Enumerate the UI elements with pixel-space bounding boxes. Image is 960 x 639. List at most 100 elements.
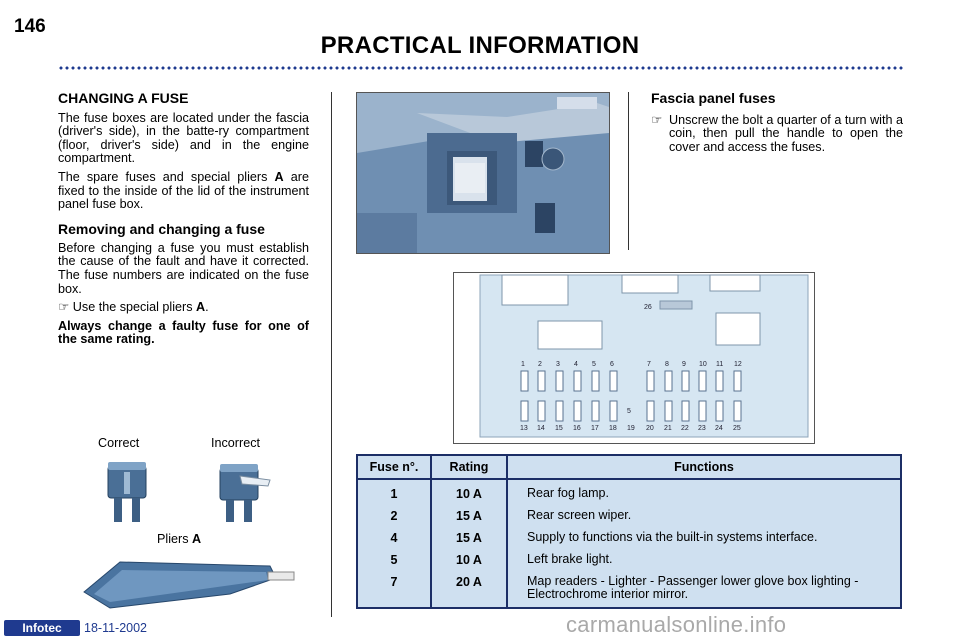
pliers-bullet: ☞ Use the special pliers A. bbox=[58, 300, 309, 315]
fuse-number-label: 9 bbox=[682, 361, 686, 368]
fuse-number: 2 bbox=[356, 505, 432, 527]
table-row: 7 20 A Map readers - Lighter - Passenger… bbox=[356, 571, 902, 609]
pliers-bullet-text: Use the special pliers bbox=[72, 300, 196, 315]
fuse-number-label: 2 bbox=[538, 361, 542, 368]
header-fuse: Fuse n°. bbox=[356, 454, 432, 480]
left-column: CHANGING A FUSE The fuse boxes are locat… bbox=[58, 90, 309, 352]
fuse-26-label: 26 bbox=[644, 304, 652, 311]
pliers-bullet-marker: A bbox=[196, 300, 206, 315]
fuse-rating: 10 A bbox=[430, 549, 508, 571]
column-divider-right bbox=[628, 92, 629, 250]
fuse-slot bbox=[733, 370, 742, 392]
fuse-slot bbox=[664, 370, 673, 392]
subsection-heading: Removing and changing a fuse bbox=[58, 220, 265, 237]
fuse-number-label: 7 bbox=[647, 361, 651, 368]
fuse-slot bbox=[715, 400, 724, 422]
incorrect-label: Incorrect bbox=[211, 436, 260, 450]
fuse-number-label: 17 bbox=[591, 425, 599, 432]
fuse-number-label: 21 bbox=[664, 425, 672, 432]
fuse-number: 5 bbox=[356, 549, 432, 571]
table-row: 4 15 A Supply to functions via the built… bbox=[356, 527, 902, 549]
infotec-logo: Infotec bbox=[4, 620, 80, 636]
fuse-number-label: 23 bbox=[698, 425, 706, 432]
fuse-slot bbox=[646, 370, 655, 392]
pliers-label-marker: A bbox=[192, 532, 202, 546]
fuse-slot bbox=[537, 400, 546, 422]
fuse-slot bbox=[573, 400, 582, 422]
fuse-number-label: 4 bbox=[574, 361, 578, 368]
table-row: 2 15 A Rear screen wiper. bbox=[356, 505, 902, 527]
fuse-number-label: 5 bbox=[592, 361, 596, 368]
fuse-slot bbox=[573, 370, 582, 392]
fascia-heading: Fascia panel fuses bbox=[651, 90, 776, 106]
fuse-function: Rear screen wiper. bbox=[506, 505, 902, 527]
fuse-number-label: 8 bbox=[665, 361, 669, 368]
correct-fuse-image bbox=[107, 462, 147, 522]
fuse-slot bbox=[520, 400, 529, 422]
watermark: carmanualsonline.info bbox=[566, 612, 787, 637]
fuse-number-label: 19 bbox=[627, 425, 635, 432]
fuse-number-label: 18 bbox=[609, 425, 617, 432]
fuse-number-label: 6 bbox=[610, 361, 614, 368]
table-row: 5 10 A Left brake light. bbox=[356, 549, 902, 571]
fuse-slot bbox=[715, 370, 724, 392]
fuse-slot bbox=[591, 400, 600, 422]
fuse-function: Map readers - Lighter - Passenger lower … bbox=[506, 571, 902, 609]
pliers-label-text: Pliers bbox=[157, 532, 192, 546]
fuse-number: 1 bbox=[356, 479, 432, 505]
fuse-number-label: 3 bbox=[556, 361, 560, 368]
fuse-slot bbox=[698, 400, 707, 422]
fuse-slot bbox=[698, 370, 707, 392]
pliers-illustration bbox=[83, 561, 295, 609]
fuse-slot bbox=[537, 370, 546, 392]
fuse-number-label: 16 bbox=[573, 425, 581, 432]
fuse-number-label: 10 bbox=[699, 361, 707, 368]
fuse-function: Left brake light. bbox=[506, 549, 902, 571]
fuse-number-label: 1 bbox=[521, 361, 525, 368]
spare-fuses-paragraph: The spare fuses and special pliers A are… bbox=[58, 169, 309, 212]
fuse-number-label: 12 bbox=[734, 361, 742, 368]
fuse-number: 4 bbox=[356, 527, 432, 549]
fuse-rating: 10 A bbox=[430, 479, 508, 505]
spare-fuses-text: The spare fuses and special pliers bbox=[58, 169, 275, 184]
fuse-function: Supply to functions via the built-in sys… bbox=[506, 527, 902, 549]
fuse-function: Rear fog lamp. bbox=[506, 479, 902, 505]
fascia-fusebox-photo bbox=[356, 92, 610, 254]
fuse-slot bbox=[520, 370, 529, 392]
fuse-number-label: 15 bbox=[555, 425, 563, 432]
fuse-number-label: 14 bbox=[537, 425, 545, 432]
fuse-number-label: 20 bbox=[646, 425, 654, 432]
fuse-slot bbox=[555, 400, 564, 422]
fuse-number-label: 11 bbox=[716, 361, 723, 368]
pliers-bullet-end: . bbox=[205, 300, 209, 315]
table-header-row: Fuse n°. Rating Functions bbox=[356, 454, 902, 480]
correct-label: Correct bbox=[98, 436, 140, 450]
pointing-hand-icon: ☞ bbox=[58, 300, 70, 315]
pliers-marker: A bbox=[274, 169, 284, 184]
fuse-table: Fuse n°. Rating Functions 1 10 A Rear fo… bbox=[356, 454, 902, 609]
column-divider-left bbox=[331, 92, 332, 617]
fuse-number-label: 25 bbox=[733, 425, 741, 432]
pointing-hand-icon: ☞ bbox=[651, 112, 663, 127]
section-heading: CHANGING A FUSE bbox=[58, 90, 189, 106]
fuse-comparison-illustration bbox=[107, 462, 271, 522]
fuse-rating: 15 A bbox=[430, 527, 508, 549]
incorrect-fuse-image bbox=[219, 464, 271, 522]
fuse-slot bbox=[609, 400, 618, 422]
fuse-slot bbox=[609, 370, 618, 392]
fuse-rating: 15 A bbox=[430, 505, 508, 527]
page-title: PRACTICAL INFORMATION bbox=[320, 32, 640, 59]
pliers-label: Pliers A bbox=[157, 532, 201, 546]
spare-fuses-rest: are fixed to the inside of the lid of th… bbox=[58, 169, 309, 212]
intro-paragraph: The fuse boxes are located under the fas… bbox=[58, 110, 309, 166]
fuse-slot bbox=[733, 400, 742, 422]
fuse-number: 7 bbox=[356, 571, 432, 609]
fuse-slot bbox=[681, 370, 690, 392]
header-functions: Functions bbox=[506, 454, 902, 480]
fuse-slot bbox=[646, 400, 655, 422]
fascia-bullet-text: Unscrew the bolt a quarter of a turn wit… bbox=[669, 112, 903, 154]
footer-date: 18-11-2002 bbox=[84, 621, 148, 635]
table-row: 1 10 A Rear fog lamp. bbox=[356, 479, 902, 505]
fuse-slot bbox=[591, 370, 600, 392]
